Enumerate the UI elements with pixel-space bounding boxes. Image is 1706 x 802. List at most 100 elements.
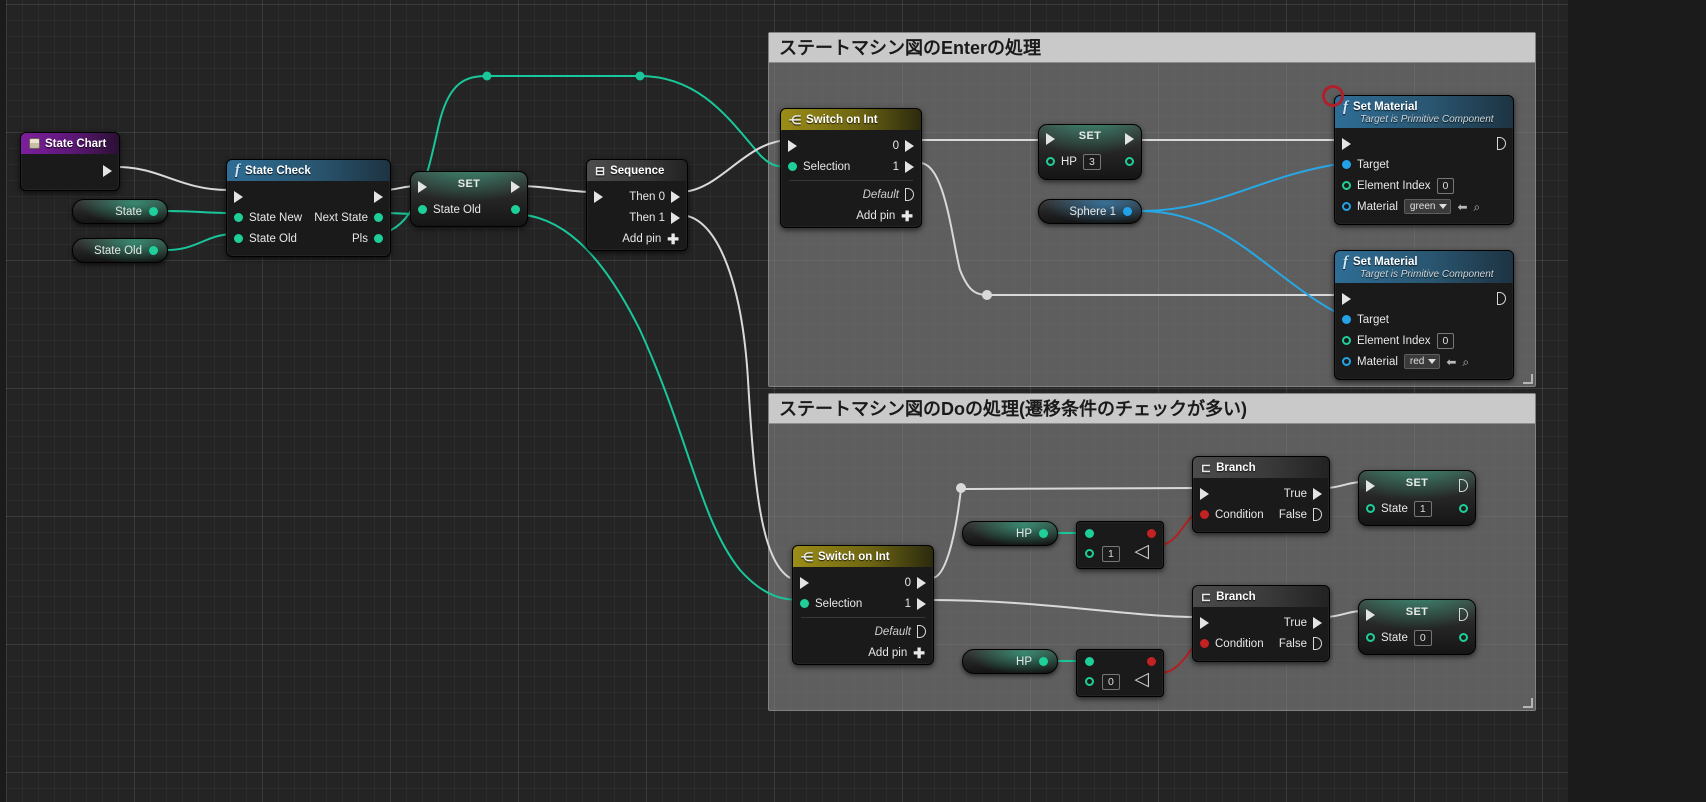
bool-input-pin-condition[interactable] <box>1200 510 1209 519</box>
node-switch-on-int-do[interactable]: ⋲ Switch on Int 0 Selection 1 <box>792 545 934 665</box>
node-set-state-bottom[interactable]: SET State 0 <box>1358 599 1476 655</box>
exec-input-pin[interactable] <box>788 139 797 152</box>
node-sequence[interactable]: ⊟ Sequence Then 0 Then 1 Add pin ✚ <box>586 159 688 251</box>
int-output-pin[interactable] <box>1125 157 1134 166</box>
exec-output-pin-then1[interactable] <box>671 211 680 224</box>
object-input-pin-target[interactable] <box>1342 315 1351 324</box>
node-set-hp[interactable]: SET HP 3 <box>1038 124 1142 180</box>
browse-asset-icon[interactable]: ⌕ <box>1473 199 1481 214</box>
exec-input-pin[interactable] <box>1342 137 1351 150</box>
use-selected-asset-icon[interactable]: ⬅ <box>1446 354 1457 369</box>
exec-input-pin[interactable] <box>1200 487 1209 500</box>
exec-output-pin-then0[interactable] <box>671 190 680 203</box>
exec-output-pin-case-0[interactable] <box>917 576 926 589</box>
exec-output-pin-true[interactable] <box>1313 616 1322 629</box>
node-set-state-old[interactable]: SET State Old <box>410 171 528 227</box>
int-input-pin[interactable] <box>1046 157 1055 166</box>
node-equal-int-top[interactable]: 1 ◁ <box>1076 521 1164 569</box>
int-output-pin[interactable] <box>1459 504 1468 513</box>
exec-output-pin[interactable] <box>511 180 520 193</box>
bool-input-pin-condition[interactable] <box>1200 639 1209 648</box>
exec-input-pin[interactable] <box>1366 479 1375 492</box>
exec-output-pin[interactable] <box>1459 608 1468 621</box>
exec-output-pin-case-1[interactable] <box>905 160 914 173</box>
exec-output-pin[interactable] <box>1497 292 1506 305</box>
hp-value-field[interactable]: 3 <box>1082 153 1101 170</box>
node-state-chart[interactable]: State Chart <box>20 132 120 191</box>
int-output-pin[interactable] <box>1039 529 1048 538</box>
int-input-pin-state-new[interactable] <box>234 213 243 222</box>
node-set-material-green[interactable]: f Set Material Target is Primitive Compo… <box>1334 95 1514 225</box>
exec-input-pin[interactable] <box>1342 292 1351 305</box>
exec-input-pin[interactable] <box>1046 132 1055 145</box>
int-input-pin-b[interactable] <box>1085 677 1094 686</box>
element-index-field[interactable]: 0 <box>1436 177 1455 194</box>
int-input-pin-selection[interactable] <box>800 599 809 608</box>
switch-enter-add-pin-button[interactable]: Add pin ✚ <box>781 205 921 224</box>
exec-output-pin-false[interactable] <box>1313 508 1322 521</box>
int-output-pin[interactable] <box>149 246 158 255</box>
exec-output-pin-true[interactable] <box>1313 487 1322 500</box>
use-selected-asset-icon[interactable]: ⬅ <box>1457 199 1468 214</box>
int-output-pin-next-state[interactable] <box>374 213 383 222</box>
exec-output-pin-false[interactable] <box>1313 637 1322 650</box>
object-input-pin-material[interactable] <box>1342 202 1351 211</box>
variable-get-sphere1[interactable]: Sphere 1 <box>1038 199 1142 224</box>
variable-get-hp-top[interactable]: HP <box>962 521 1058 546</box>
comment-title-do[interactable]: ステートマシン図のDoの処理(遷移条件のチェックが多い) <box>769 394 1535 424</box>
int-input-pin-element-index[interactable] <box>1342 336 1351 345</box>
sequence-add-pin-button[interactable]: Add pin ✚ <box>587 228 687 247</box>
variable-get-state-old[interactable]: State Old <box>72 238 168 263</box>
node-switch-on-int-enter[interactable]: ⋲ Switch on Int 0 Selection 1 <box>780 108 922 228</box>
int-input-pin-a[interactable] <box>1085 657 1094 666</box>
int-input-pin-a[interactable] <box>1085 529 1094 538</box>
material-dropdown[interactable]: green <box>1403 199 1452 214</box>
exec-output-pin[interactable] <box>374 190 383 203</box>
exec-output-pin-case-1[interactable] <box>917 597 926 610</box>
int-input-pin-state-old[interactable] <box>234 234 243 243</box>
int-output-pin[interactable] <box>149 207 158 216</box>
object-input-pin-target[interactable] <box>1342 160 1351 169</box>
browse-asset-icon[interactable]: ⌕ <box>1462 354 1470 369</box>
node-equal-int-bottom[interactable]: 0 ◁ <box>1076 649 1164 697</box>
exec-output-pin-case-0[interactable] <box>905 139 914 152</box>
int-input-pin-b[interactable] <box>1085 549 1094 558</box>
exec-input-pin[interactable] <box>418 180 427 193</box>
exec-output-pin[interactable] <box>1125 132 1134 145</box>
exec-input-pin[interactable] <box>800 576 809 589</box>
int-input-pin[interactable] <box>1366 633 1375 642</box>
exec-input-pin[interactable] <box>1200 616 1209 629</box>
exec-output-pin-default[interactable] <box>905 188 914 201</box>
object-output-pin[interactable] <box>1123 207 1132 216</box>
int-input-pin[interactable] <box>418 205 427 214</box>
int-output-pin-pls[interactable] <box>374 234 383 243</box>
object-input-pin-material[interactable] <box>1342 357 1351 366</box>
int-input-pin-selection[interactable] <box>788 162 797 171</box>
comment-resize-handle-do[interactable] <box>1523 698 1533 708</box>
int-input-pin-element-index[interactable] <box>1342 181 1351 190</box>
int-output-pin[interactable] <box>1459 633 1468 642</box>
int-output-pin[interactable] <box>511 205 520 214</box>
exec-input-pin[interactable] <box>1366 608 1375 621</box>
int-output-pin[interactable] <box>1039 657 1048 666</box>
compare-value-field[interactable]: 1 <box>1102 546 1120 562</box>
exec-output-pin[interactable] <box>103 164 112 177</box>
exec-output-pin[interactable] <box>1497 137 1506 150</box>
node-set-state-top[interactable]: SET State 1 <box>1358 470 1476 526</box>
state-value-field[interactable]: 0 <box>1413 629 1432 646</box>
exec-input-pin[interactable] <box>594 190 603 203</box>
bool-output-pin[interactable] <box>1147 529 1156 538</box>
comment-resize-handle-enter[interactable] <box>1523 374 1533 384</box>
material-dropdown[interactable]: red <box>1403 354 1441 369</box>
int-input-pin[interactable] <box>1366 504 1375 513</box>
comment-title-enter[interactable]: ステートマシン図のEnterの処理 <box>769 33 1535 63</box>
state-value-field[interactable]: 1 <box>1413 500 1432 517</box>
compare-value-field[interactable]: 0 <box>1102 674 1120 690</box>
node-branch-top[interactable]: ⊏ Branch True Condition False <box>1192 456 1330 533</box>
exec-input-pin[interactable] <box>234 190 243 203</box>
variable-get-hp-bottom[interactable]: HP <box>962 649 1058 674</box>
variable-get-state[interactable]: State <box>72 199 168 224</box>
switch-do-add-pin-button[interactable]: Add pin ✚ <box>793 642 933 661</box>
bool-output-pin[interactable] <box>1147 657 1156 666</box>
